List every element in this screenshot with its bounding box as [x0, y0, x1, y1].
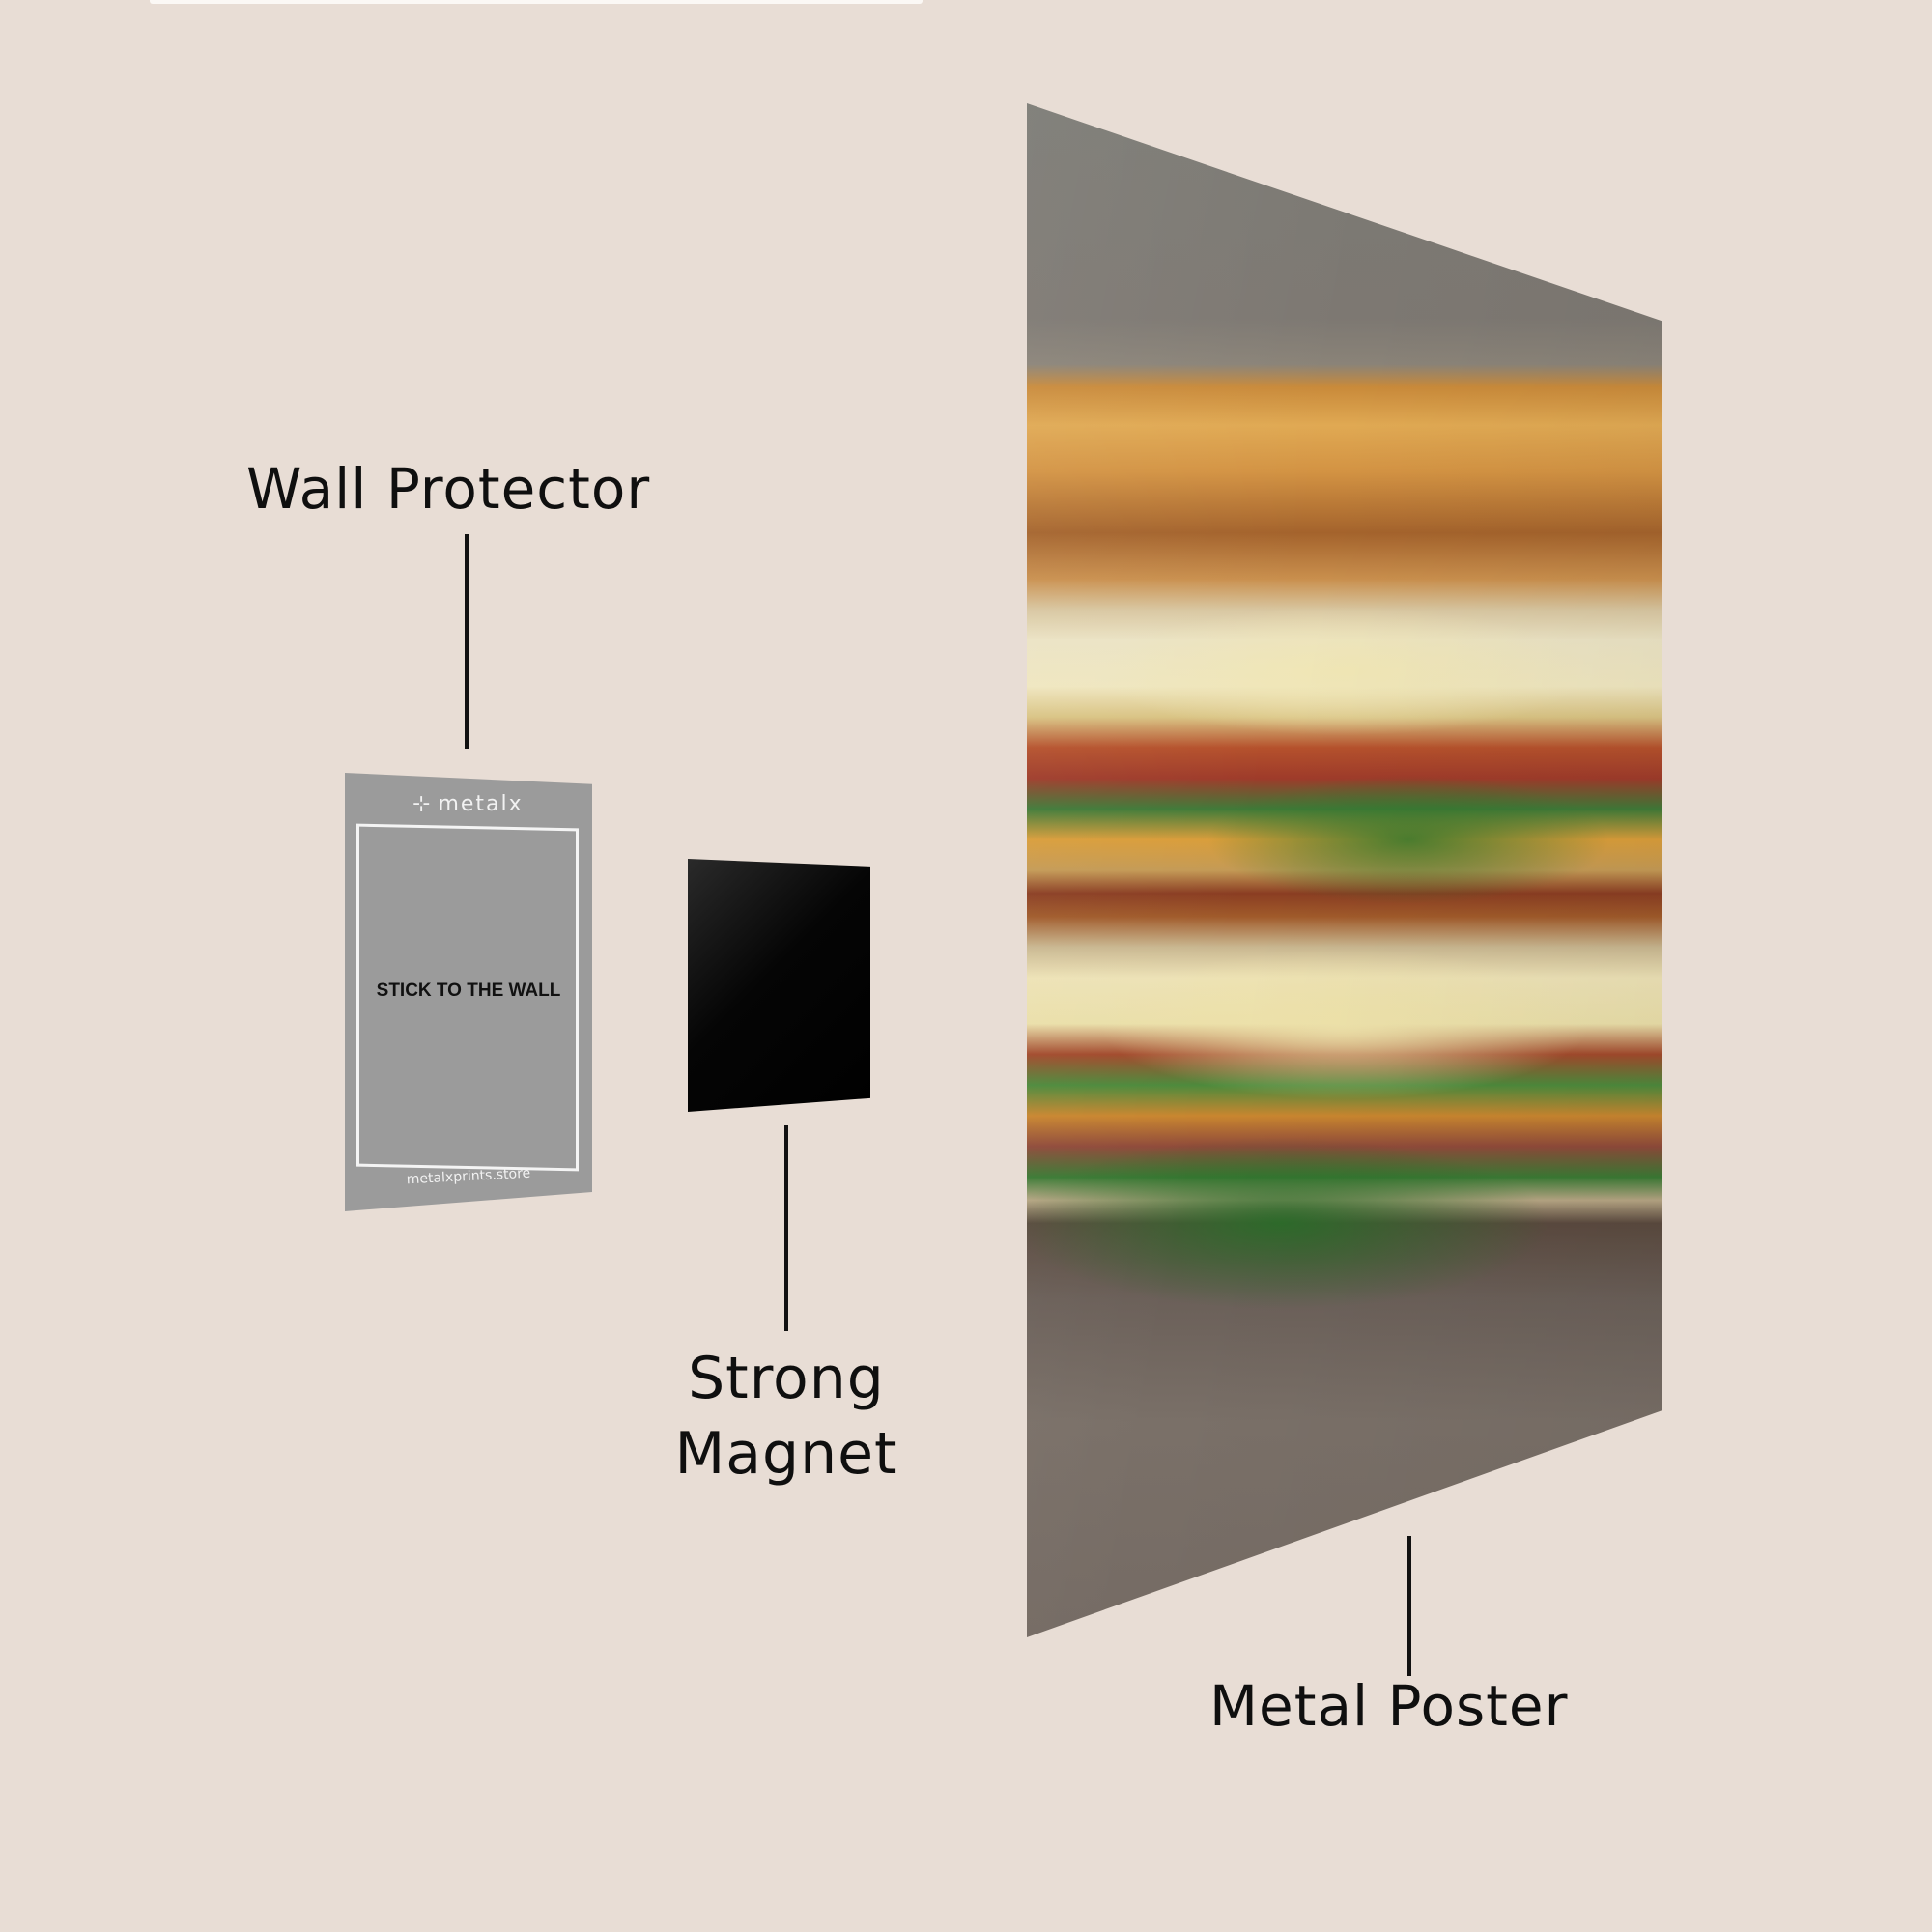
metal-poster-image	[1027, 103, 1662, 1637]
metal-poster-leader-line	[1407, 1536, 1411, 1676]
wall-protector-card: ⊹ metalx STICK TO THE WALL metalxprints.…	[345, 773, 592, 1211]
top-white-bar	[150, 0, 923, 4]
wall-protector-surface	[345, 773, 592, 1211]
metalx-logo: ⊹ metalx	[412, 792, 524, 816]
poster-sheen	[1027, 103, 1662, 1637]
metalx-logo-icon: ⊹	[412, 792, 433, 816]
strong-magnet-label-line2: Magnet	[674, 1420, 898, 1488]
wall-protector-leader-line	[465, 534, 469, 749]
wall-protector-label: Wall Protector	[246, 456, 651, 522]
strong-magnet-plate	[688, 859, 870, 1112]
metal-poster-label: Metal Poster	[1209, 1673, 1569, 1739]
strong-magnet-leader-line	[784, 1125, 788, 1331]
strong-magnet-label-line1: Strong	[688, 1345, 885, 1412]
stick-to-wall-text: STICK TO THE WALL	[376, 980, 561, 1001]
strong-magnet-label: Strong Magnet	[641, 1341, 931, 1492]
metalx-logo-text: metalx	[438, 792, 524, 816]
